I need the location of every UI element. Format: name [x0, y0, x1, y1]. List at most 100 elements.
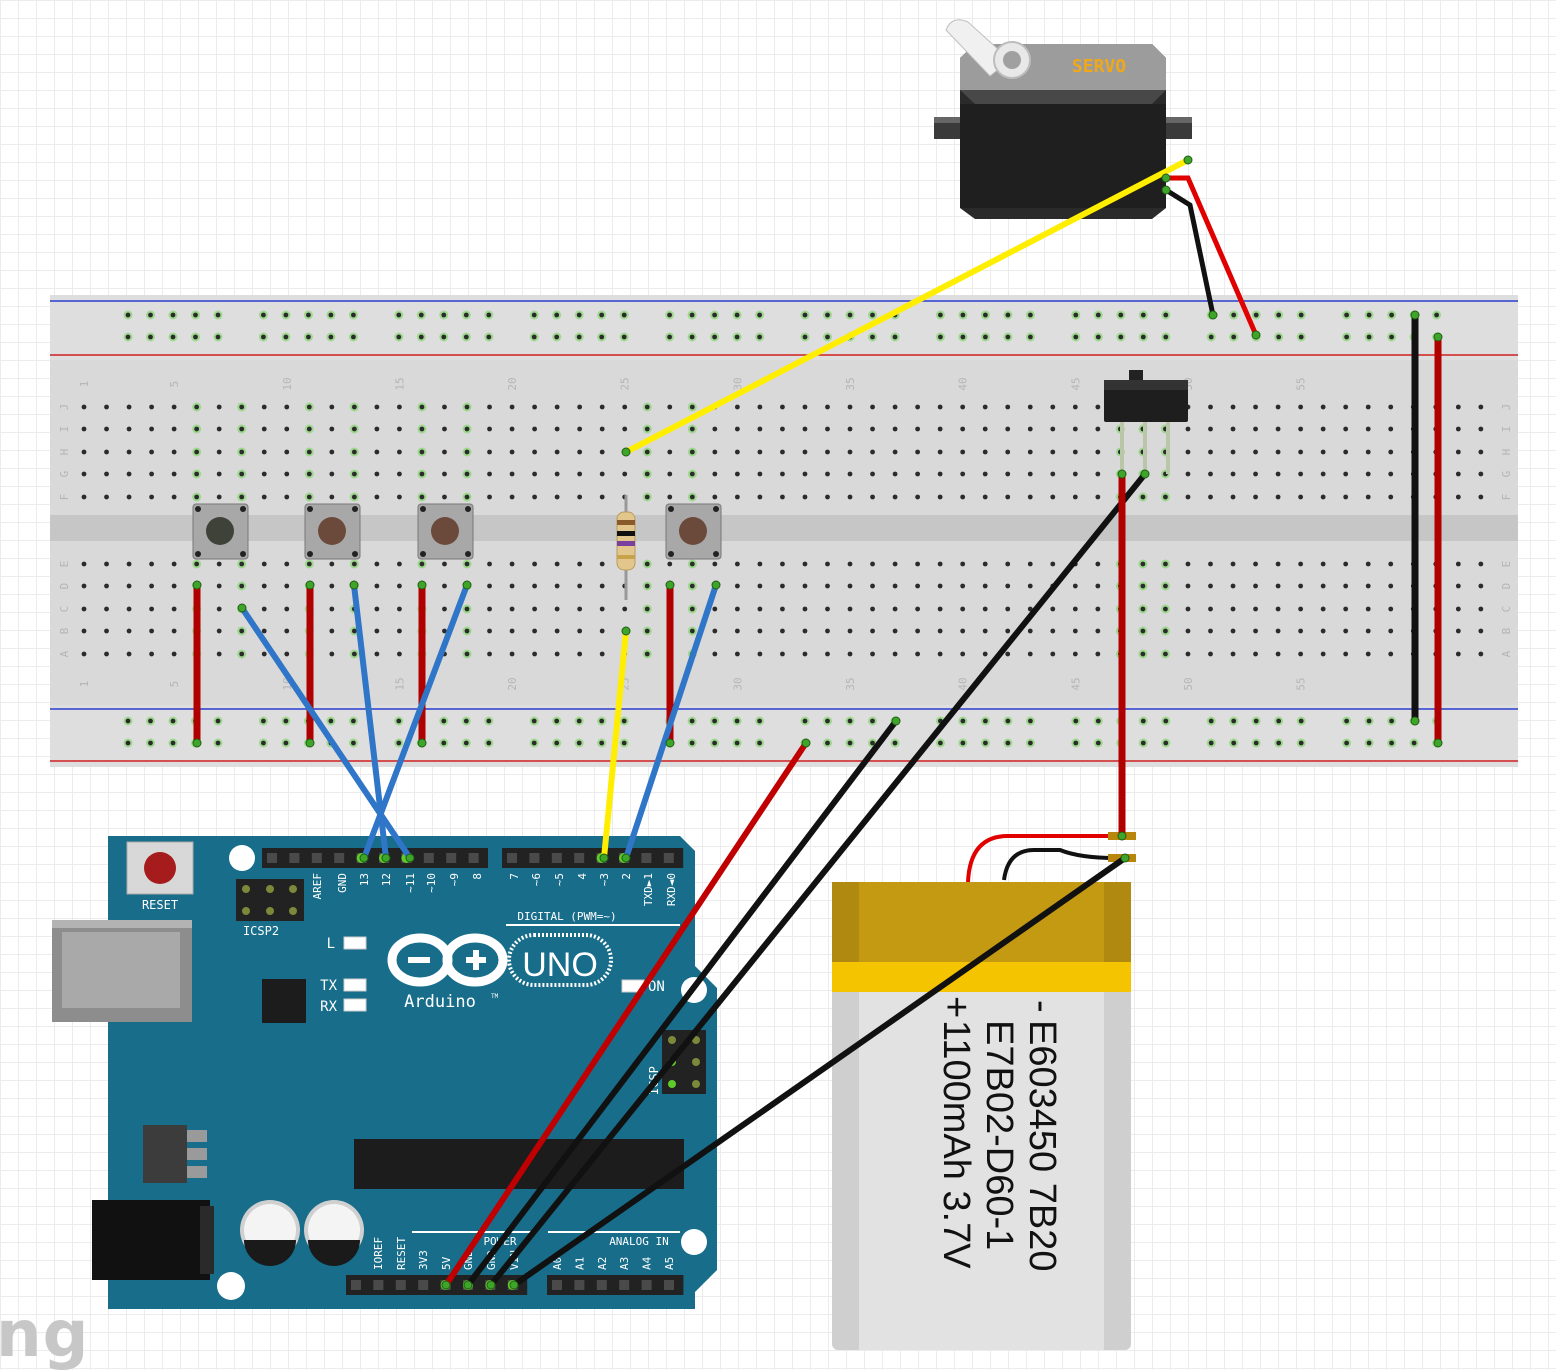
breadboard-hole[interactable]: [81, 606, 87, 612]
rail-hole[interactable]: [938, 334, 943, 340]
breadboard-hole[interactable]: [1095, 426, 1101, 432]
rail-hole[interactable]: [170, 334, 176, 340]
breadboard-hole[interactable]: [937, 471, 943, 477]
breadboard-hole[interactable]: [915, 426, 921, 432]
header-pin[interactable]: [289, 853, 300, 863]
breadboard-hole[interactable]: [104, 449, 109, 455]
breadboard-hole[interactable]: [644, 583, 650, 589]
rail-hole[interactable]: [1253, 312, 1259, 318]
breadboard-hole[interactable]: [599, 471, 605, 477]
rail-hole[interactable]: [1389, 718, 1394, 724]
breadboard-hole[interactable]: [960, 471, 966, 477]
rail-hole[interactable]: [125, 334, 131, 340]
breadboard-hole[interactable]: [216, 583, 222, 589]
breadboard-hole[interactable]: [149, 404, 154, 410]
servo-motor[interactable]: SERVO: [934, 19, 1192, 219]
rail-hole[interactable]: [1095, 740, 1101, 746]
rail-hole[interactable]: [1276, 334, 1282, 340]
rail-hole[interactable]: [261, 740, 266, 746]
breadboard-hole[interactable]: [915, 606, 921, 612]
breadboard-hole[interactable]: [1343, 561, 1349, 567]
rail-hole[interactable]: [825, 740, 830, 746]
breadboard-hole[interactable]: [81, 471, 87, 477]
breadboard-hole[interactable]: [554, 651, 560, 657]
breadboard-hole[interactable]: [149, 494, 154, 500]
breadboard-hole[interactable]: [1275, 561, 1281, 567]
breadboard-hole[interactable]: [171, 494, 177, 500]
breadboard-hole[interactable]: [81, 494, 87, 500]
breadboard-hole[interactable]: [734, 494, 740, 500]
breadboard-hole[interactable]: [126, 449, 132, 455]
header-pin[interactable]: [468, 853, 479, 863]
rail-hole[interactable]: [870, 718, 875, 724]
breadboard-hole[interactable]: [554, 561, 560, 567]
breadboard-hole[interactable]: [284, 651, 290, 657]
rail-hole[interactable]: [418, 312, 424, 318]
breadboard-hole[interactable]: [712, 449, 718, 455]
breadboard-hole[interactable]: [374, 494, 380, 500]
rail-hole[interactable]: [960, 718, 966, 724]
breadboard-hole[interactable]: [1478, 449, 1484, 455]
breadboard-hole[interactable]: [397, 606, 402, 612]
breadboard-hole[interactable]: [239, 449, 245, 455]
breadboard-hole[interactable]: [239, 561, 245, 567]
wire-gnd-rail[interactable]: [465, 718, 899, 1288]
breadboard-hole[interactable]: [577, 651, 583, 657]
breadboard-hole[interactable]: [532, 449, 537, 455]
breadboard-hole[interactable]: [419, 471, 425, 477]
breadboard-hole[interactable]: [644, 494, 650, 500]
breadboard-hole[interactable]: [825, 426, 830, 432]
breadboard-hole[interactable]: [982, 651, 988, 657]
breadboard-hole[interactable]: [1095, 583, 1101, 589]
breadboard-hole[interactable]: [397, 651, 402, 657]
breadboard-hole[interactable]: [1095, 651, 1101, 657]
breadboard-hole[interactable]: [644, 561, 650, 567]
breadboard-hole[interactable]: [509, 471, 515, 477]
breadboard-hole[interactable]: [734, 628, 740, 634]
breadboard-hole[interactable]: [757, 606, 763, 612]
breadboard-hole[interactable]: [329, 471, 335, 477]
rail-hole[interactable]: [621, 312, 627, 318]
rail-hole[interactable]: [757, 718, 762, 724]
breadboard-hole[interactable]: [442, 561, 447, 567]
rail-hole[interactable]: [1366, 718, 1372, 724]
breadboard-hole[interactable]: [825, 494, 830, 500]
breadboard-hole[interactable]: [870, 471, 875, 477]
wire-battery-vin[interactable]: [511, 855, 1128, 1288]
rail-hole[interactable]: [328, 334, 334, 340]
breadboard-hole[interactable]: [464, 404, 470, 410]
breadboard-hole[interactable]: [351, 426, 357, 432]
breadboard-hole[interactable]: [667, 471, 673, 477]
rail-hole[interactable]: [441, 334, 447, 340]
breadboard-hole[interactable]: [1005, 494, 1011, 500]
breadboard-hole[interactable]: [1005, 449, 1011, 455]
rail-hole[interactable]: [825, 312, 830, 318]
breadboard-hole[interactable]: [1478, 583, 1484, 589]
header-pin[interactable]: [619, 1280, 630, 1290]
breadboard-hole[interactable]: [1298, 651, 1304, 657]
breadboard-hole[interactable]: [1185, 606, 1191, 612]
breadboard-hole[interactable]: [1208, 561, 1213, 567]
rail-hole[interactable]: [531, 312, 537, 318]
rail-hole[interactable]: [1028, 334, 1033, 340]
breadboard-hole[interactable]: [284, 561, 290, 567]
header-pin[interactable]: [552, 1280, 562, 1290]
breadboard-hole[interactable]: [712, 471, 718, 477]
breadboard-hole[interactable]: [1208, 494, 1213, 500]
rail-hole[interactable]: [802, 718, 808, 724]
breadboard-hole[interactable]: [847, 449, 853, 455]
breadboard-hole[interactable]: [712, 561, 718, 567]
rail-hole[interactable]: [1073, 740, 1079, 746]
breadboard-hole[interactable]: [1140, 583, 1146, 589]
breadboard-hole[interactable]: [1253, 404, 1258, 410]
breadboard-hole[interactable]: [464, 628, 470, 634]
breadboard-hole[interactable]: [351, 494, 357, 500]
rail-hole[interactable]: [306, 334, 311, 340]
breadboard-hole[interactable]: [554, 426, 560, 432]
breadboard-hole[interactable]: [1163, 494, 1168, 500]
breadboard-hole[interactable]: [1275, 606, 1281, 612]
breadboard-hole[interactable]: [1365, 449, 1371, 455]
pushbutton-3[interactable]: [417, 503, 474, 560]
rail-hole[interactable]: [328, 718, 334, 724]
rail-hole[interactable]: [734, 312, 740, 318]
